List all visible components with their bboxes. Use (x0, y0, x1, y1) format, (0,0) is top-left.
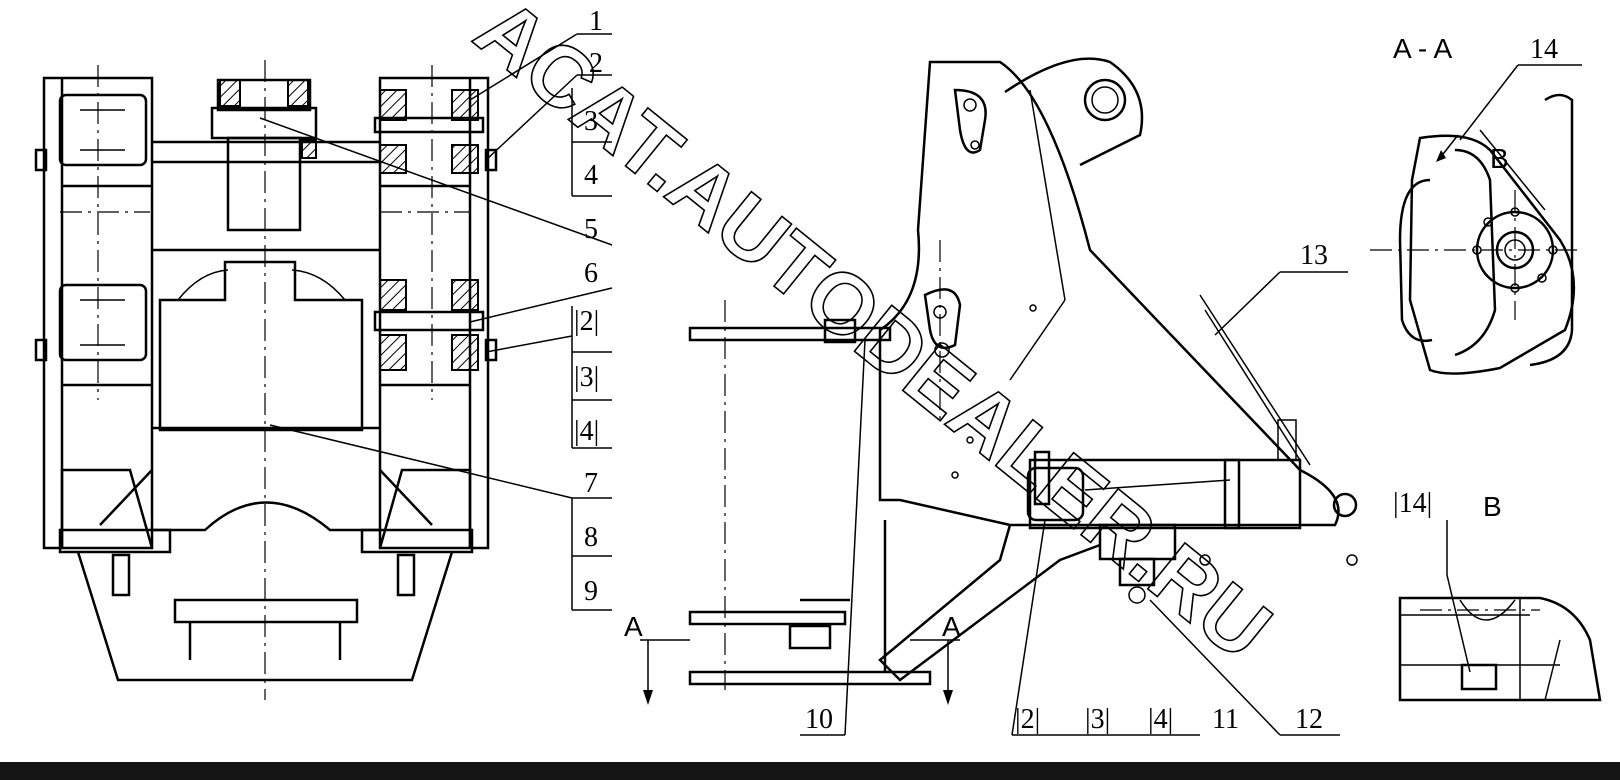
section-a-a-labels: A - A 14 B (1393, 33, 1558, 174)
callout-9: 9 (584, 576, 598, 607)
callout-8: 8 (584, 522, 598, 553)
callout-11: 11 (1212, 704, 1239, 735)
bottom-border (0, 762, 1620, 780)
cut-label-right: A (942, 611, 961, 642)
callout-14: 14 (1530, 34, 1558, 65)
callout-ref-4-center: |4| (1148, 704, 1173, 735)
watermark: ACAT.AUTODEALER.RU (458, 0, 1288, 678)
callout-ref-2-left: |2| (574, 306, 599, 337)
callouts-left: 1 2 3 4 5 6 |2| |3| |4| 7 8 9 (574, 6, 603, 607)
view-b (1398, 520, 1602, 702)
section-title: A - A (1393, 33, 1452, 64)
view-b-ref: |14| (1393, 488, 1432, 519)
view-b-label: B (1483, 491, 1502, 522)
callout-3: 3 (584, 106, 598, 137)
cut-label-left: A (624, 611, 643, 642)
callout-10: 10 (805, 704, 833, 735)
callout-5: 5 (584, 214, 598, 245)
view-b-labels: |14| B (1393, 488, 1502, 522)
callout-ref-3-left: |3| (574, 362, 599, 393)
callout-2: 2 (589, 48, 603, 79)
callout-13: 13 (1300, 240, 1328, 271)
side-view (640, 57, 1358, 705)
callouts-center: 10 |2| |3| |4| 11 12 13 A A (624, 240, 1328, 735)
leader-lines-center (800, 271, 1348, 736)
leader-lines-left (259, 33, 613, 611)
callout-7: 7 (584, 468, 598, 499)
callout-4: 4 (584, 160, 598, 191)
callout-ref-3-center: |3| (1085, 704, 1110, 735)
callout-1: 1 (589, 6, 603, 37)
callout-6: 6 (584, 258, 598, 289)
front-view (34, 60, 498, 700)
section-a-a-view (1370, 64, 1582, 375)
arrow-b-label: B (1490, 143, 1509, 174)
callout-12: 12 (1295, 704, 1323, 735)
callout-ref-2-center: |2| (1015, 704, 1040, 735)
callout-ref-4-left: |4| (574, 416, 599, 447)
